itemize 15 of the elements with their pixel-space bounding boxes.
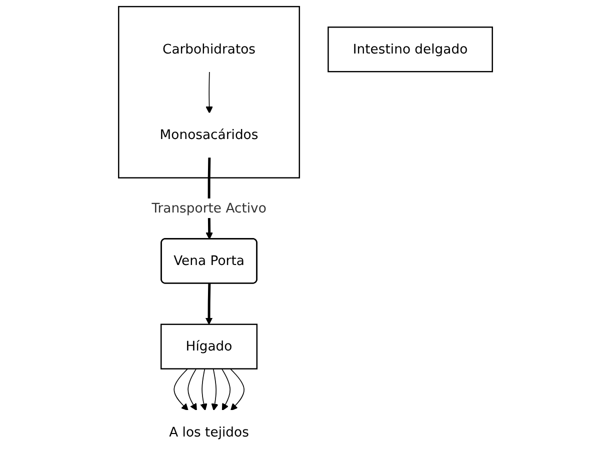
arrow: [206, 72, 213, 114]
arrow: [230, 368, 244, 411]
arrow: [174, 368, 188, 411]
arrow: [200, 368, 208, 411]
arrow: [205, 284, 213, 325]
arrow: [221, 368, 230, 411]
node-box: Intestino delgado: [328, 26, 493, 72]
cluster: [118, 6, 300, 178]
node-text: Carbohidratos: [162, 41, 256, 57]
arrow: [188, 368, 197, 411]
arrow: [211, 368, 218, 411]
node-box: Hígado: [160, 324, 258, 370]
node-text: Monosacáridos: [160, 126, 258, 142]
node-text: A los tejidos: [169, 424, 249, 440]
edge-label: Transporte Activo: [152, 200, 266, 216]
